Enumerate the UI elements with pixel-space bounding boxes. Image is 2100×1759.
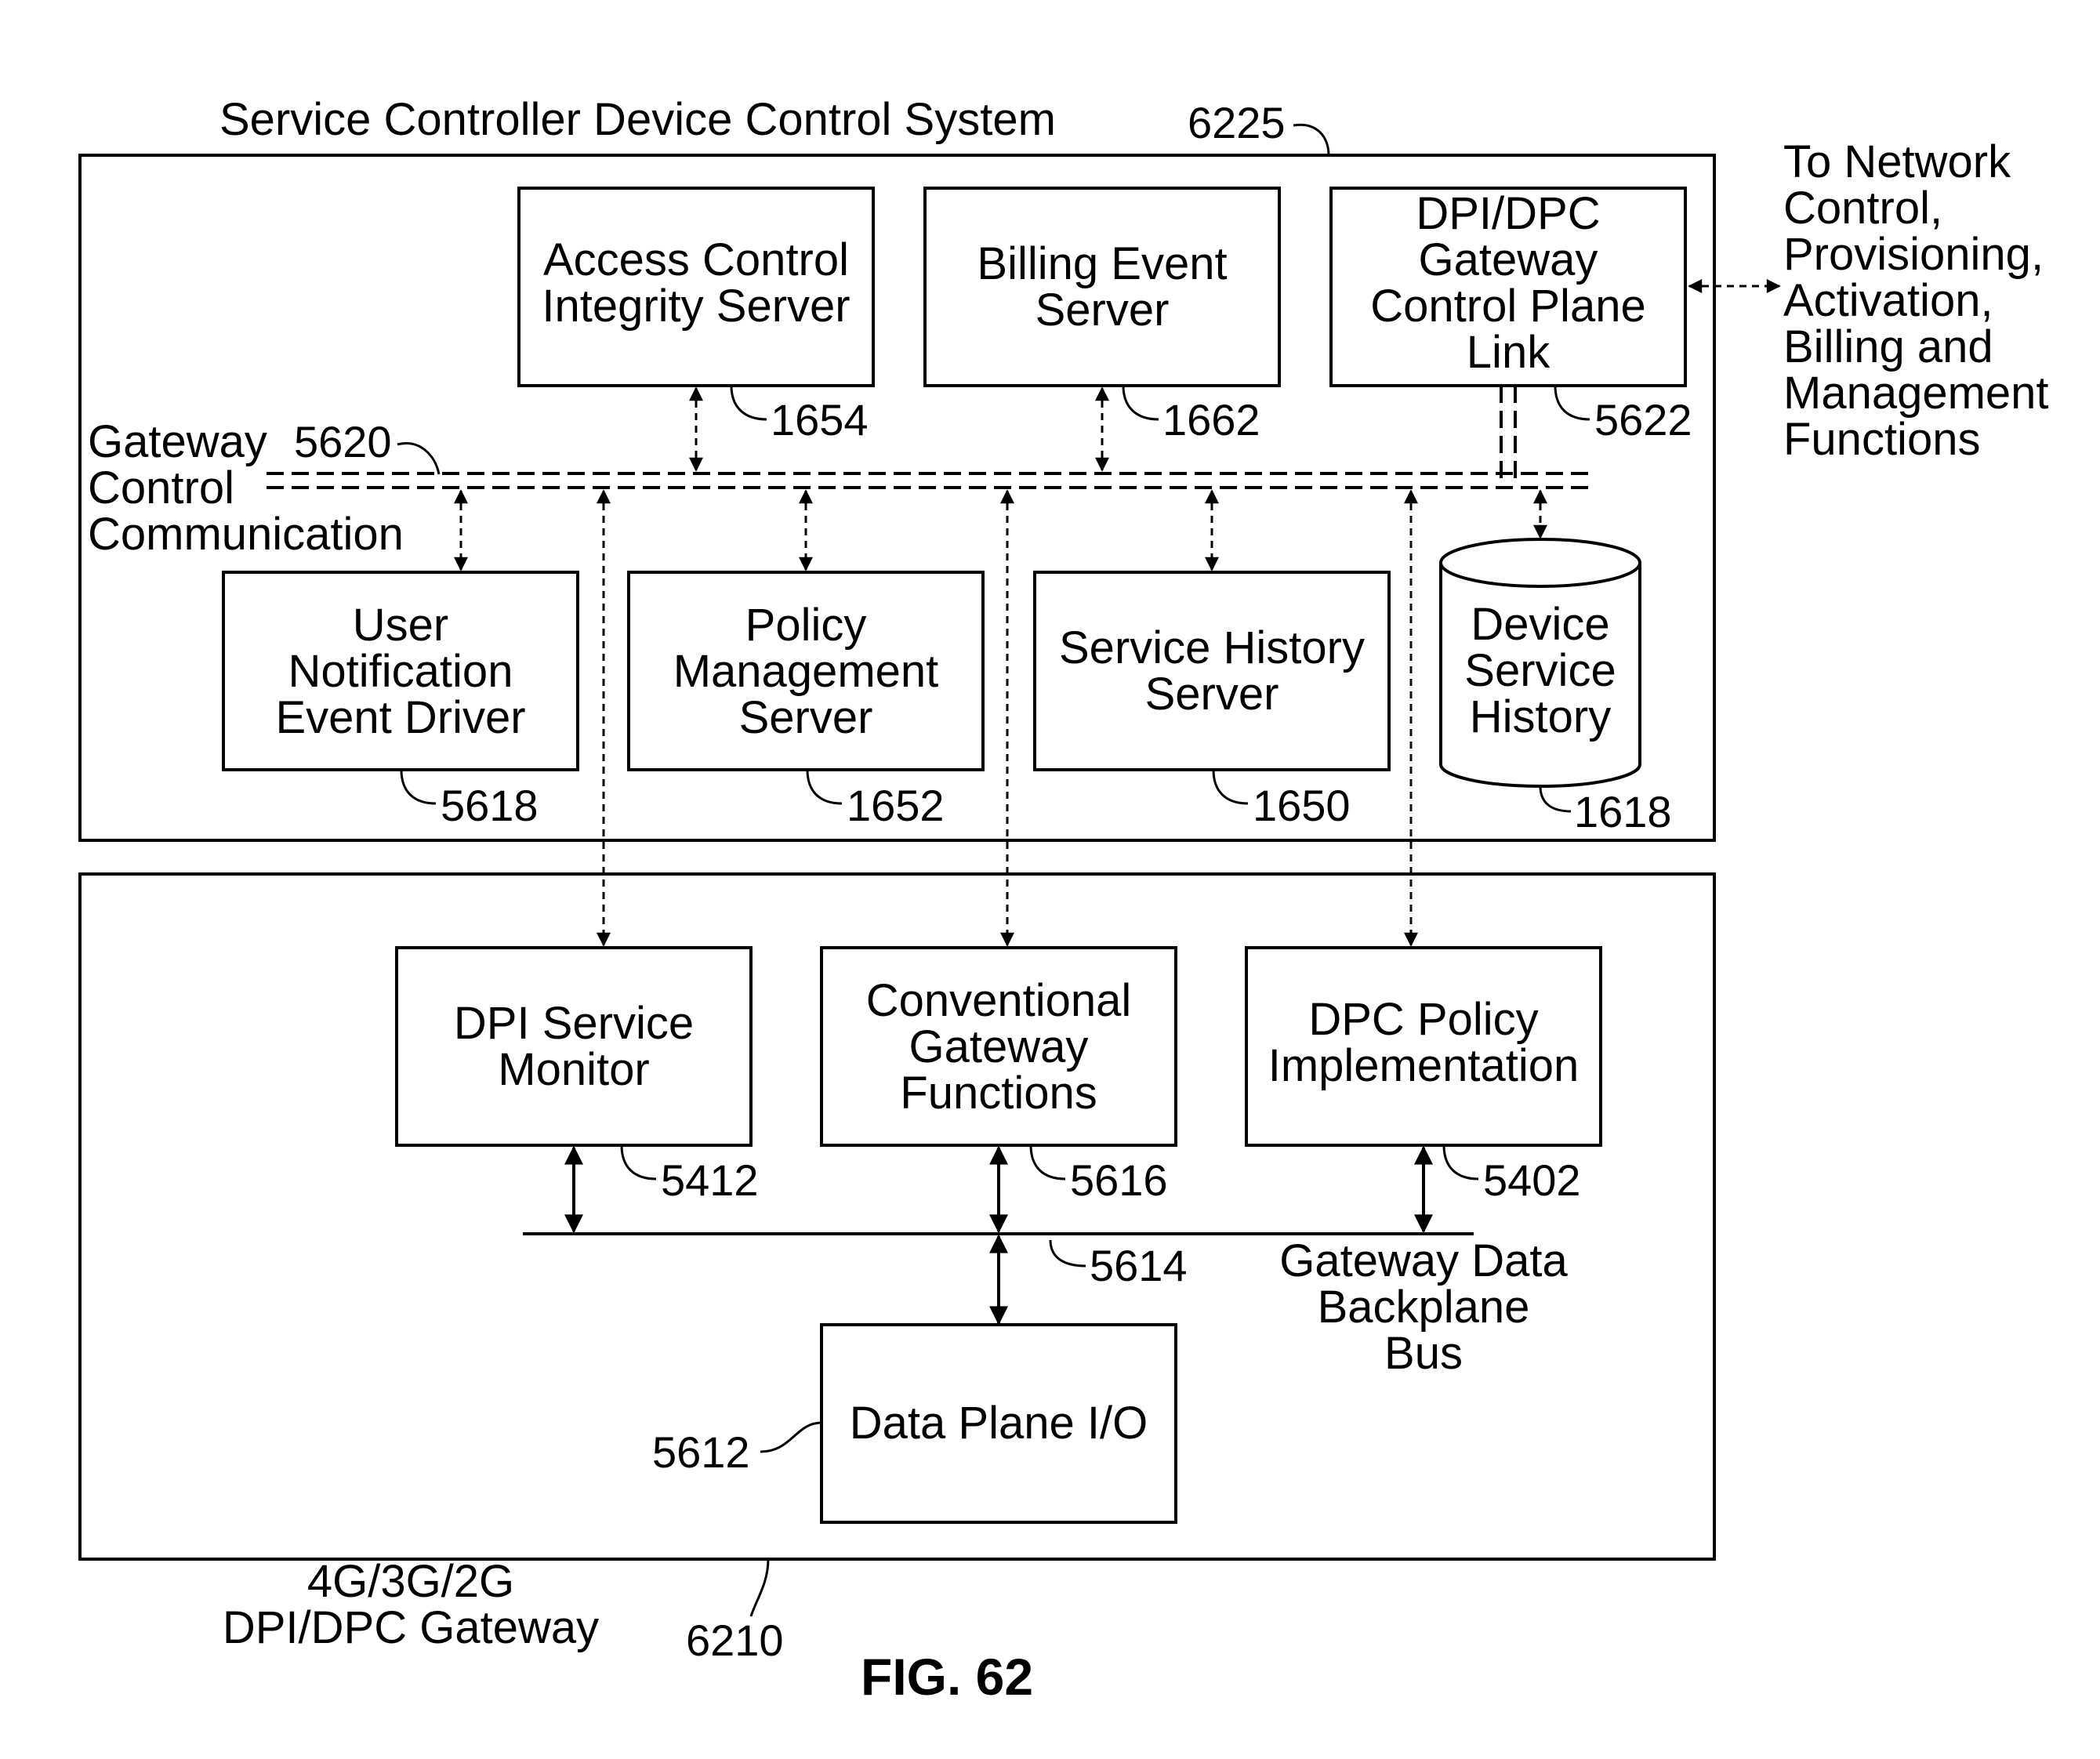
svg-text:Bus: Bus bbox=[1384, 1328, 1463, 1379]
dpi-service-monitor-ref: 5412 bbox=[661, 1155, 759, 1205]
dpc-policy-ref-leader bbox=[1444, 1145, 1478, 1179]
billing-event-ref: 1662 bbox=[1162, 395, 1260, 444]
policy-management-ref-leader bbox=[807, 770, 842, 803]
svg-text:Functions: Functions bbox=[1783, 414, 1980, 465]
svg-text:Monitor: Monitor bbox=[498, 1044, 649, 1095]
dpi-service-monitor-box: DPI Service Monitor bbox=[397, 948, 751, 1145]
svg-text:Conventional: Conventional bbox=[866, 975, 1132, 1026]
conventional-gateway-ref: 5616 bbox=[1070, 1155, 1168, 1205]
svg-text:Service History: Service History bbox=[1059, 622, 1365, 673]
device-service-history-ref: 1618 bbox=[1574, 787, 1672, 836]
dpc-policy-implementation-box: DPC Policy Implementation bbox=[1246, 948, 1601, 1145]
policy-management-ref: 1652 bbox=[847, 781, 945, 830]
svg-text:DPC Policy: DPC Policy bbox=[1308, 994, 1538, 1045]
svg-text:History: History bbox=[1470, 691, 1611, 742]
data-plane-io-box: Data Plane I/O bbox=[822, 1325, 1176, 1522]
data-bus-ref-leader bbox=[1050, 1240, 1086, 1266]
service-history-server-box: Service History Server bbox=[1035, 572, 1389, 770]
user-notification-ref-leader bbox=[401, 770, 436, 803]
svg-text:To Network: To Network bbox=[1783, 136, 2011, 187]
svg-text:DPI Service: DPI Service bbox=[454, 998, 694, 1049]
service-history-ref: 1650 bbox=[1253, 781, 1351, 830]
svg-text:Functions: Functions bbox=[900, 1068, 1097, 1119]
external-functions-label: To Network Control, Provisioning, Activa… bbox=[1783, 136, 2049, 465]
svg-text:Gateway Data: Gateway Data bbox=[1279, 1235, 1568, 1286]
gateway-label: 4G/3G/2G DPI/DPC Gateway bbox=[223, 1556, 599, 1653]
svg-text:DPI/DPC: DPI/DPC bbox=[1416, 188, 1600, 239]
access-control-ref: 1654 bbox=[771, 395, 869, 444]
svg-text:Link: Link bbox=[1467, 327, 1551, 378]
svg-text:Billing and: Billing and bbox=[1783, 321, 1993, 372]
dpc-policy-ref: 5402 bbox=[1483, 1155, 1581, 1205]
conventional-gateway-functions-box: Conventional Gateway Functions bbox=[822, 948, 1176, 1145]
system-ref-leader bbox=[1293, 125, 1329, 155]
data-plane-io-ref: 5612 bbox=[652, 1427, 750, 1477]
svg-text:DPI/DPC Gateway: DPI/DPC Gateway bbox=[223, 1602, 599, 1653]
system-ref: 6225 bbox=[1188, 98, 1286, 147]
dpi-dpc-control-plane-link-box: DPI/DPC Gateway Control Plane Link bbox=[1331, 188, 1685, 386]
svg-text:Device: Device bbox=[1471, 599, 1609, 650]
svg-text:Control: Control bbox=[88, 462, 234, 513]
dpi-dpc-link-ref-leader bbox=[1555, 386, 1590, 419]
svg-text:Data Plane I/O: Data Plane I/O bbox=[850, 1398, 1148, 1449]
svg-text:Provisioning,: Provisioning, bbox=[1783, 229, 2044, 280]
svg-text:Policy: Policy bbox=[745, 600, 867, 651]
service-history-ref-leader bbox=[1213, 770, 1248, 803]
system-title: Service Controller Device Control System bbox=[219, 94, 1056, 145]
user-notification-ref: 5618 bbox=[441, 781, 539, 830]
svg-text:Gateway: Gateway bbox=[909, 1021, 1089, 1072]
svg-text:Integrity Server: Integrity Server bbox=[542, 281, 850, 332]
data-bus-ref: 5614 bbox=[1090, 1241, 1188, 1290]
svg-text:Server: Server bbox=[1035, 285, 1170, 335]
device-service-history-database: Device Service History bbox=[1441, 539, 1640, 786]
svg-text:Event Driver: Event Driver bbox=[275, 692, 525, 743]
gateway-ref: 6210 bbox=[686, 1616, 784, 1665]
svg-text:Server: Server bbox=[739, 692, 873, 743]
data-plane-io-ref-leader bbox=[760, 1423, 822, 1452]
data-bus-label: Gateway Data Backplane Bus bbox=[1279, 1235, 1568, 1379]
conventional-gateway-ref-leader bbox=[1031, 1145, 1065, 1179]
svg-text:Access Control: Access Control bbox=[543, 234, 849, 285]
svg-text:Backplane: Backplane bbox=[1318, 1282, 1530, 1333]
svg-text:Control,: Control, bbox=[1783, 183, 1942, 234]
device-service-history-ref-leader bbox=[1540, 786, 1571, 811]
user-notification-event-driver-box: User Notification Event Driver bbox=[223, 572, 578, 770]
gateway-control-bus-ref: 5620 bbox=[294, 417, 392, 466]
figure-label: FIG. 62 bbox=[861, 1648, 1033, 1706]
billing-event-server-box: Billing Event Server bbox=[925, 188, 1279, 386]
billing-event-ref-leader bbox=[1123, 386, 1159, 419]
svg-text:4G/3G/2G: 4G/3G/2G bbox=[307, 1556, 514, 1607]
svg-text:Gateway: Gateway bbox=[88, 416, 267, 467]
svg-text:Communication: Communication bbox=[88, 509, 404, 560]
policy-management-server-box: Policy Management Server bbox=[629, 572, 983, 770]
access-control-ref-leader bbox=[731, 386, 767, 419]
svg-text:Server: Server bbox=[1145, 669, 1279, 720]
dpi-dpc-link-ref: 5622 bbox=[1594, 395, 1692, 444]
svg-text:Implementation: Implementation bbox=[1268, 1040, 1580, 1091]
svg-text:Control Plane: Control Plane bbox=[1370, 281, 1645, 332]
svg-text:Gateway: Gateway bbox=[1419, 234, 1598, 285]
svg-text:Billing Event: Billing Event bbox=[977, 238, 1227, 289]
svg-text:Management: Management bbox=[1783, 368, 2049, 419]
svg-text:User: User bbox=[353, 600, 448, 651]
svg-text:Activation,: Activation, bbox=[1783, 275, 1993, 326]
access-control-integrity-server-box: Access Control Integrity Server bbox=[519, 188, 873, 386]
svg-text:Service: Service bbox=[1464, 645, 1616, 696]
gateway-ref-leader bbox=[751, 1559, 768, 1616]
dpi-service-monitor-ref-leader bbox=[622, 1145, 656, 1179]
svg-text:Notification: Notification bbox=[288, 646, 513, 697]
gateway-control-bus-ref-leader bbox=[397, 444, 439, 474]
svg-text:Management: Management bbox=[673, 646, 939, 697]
